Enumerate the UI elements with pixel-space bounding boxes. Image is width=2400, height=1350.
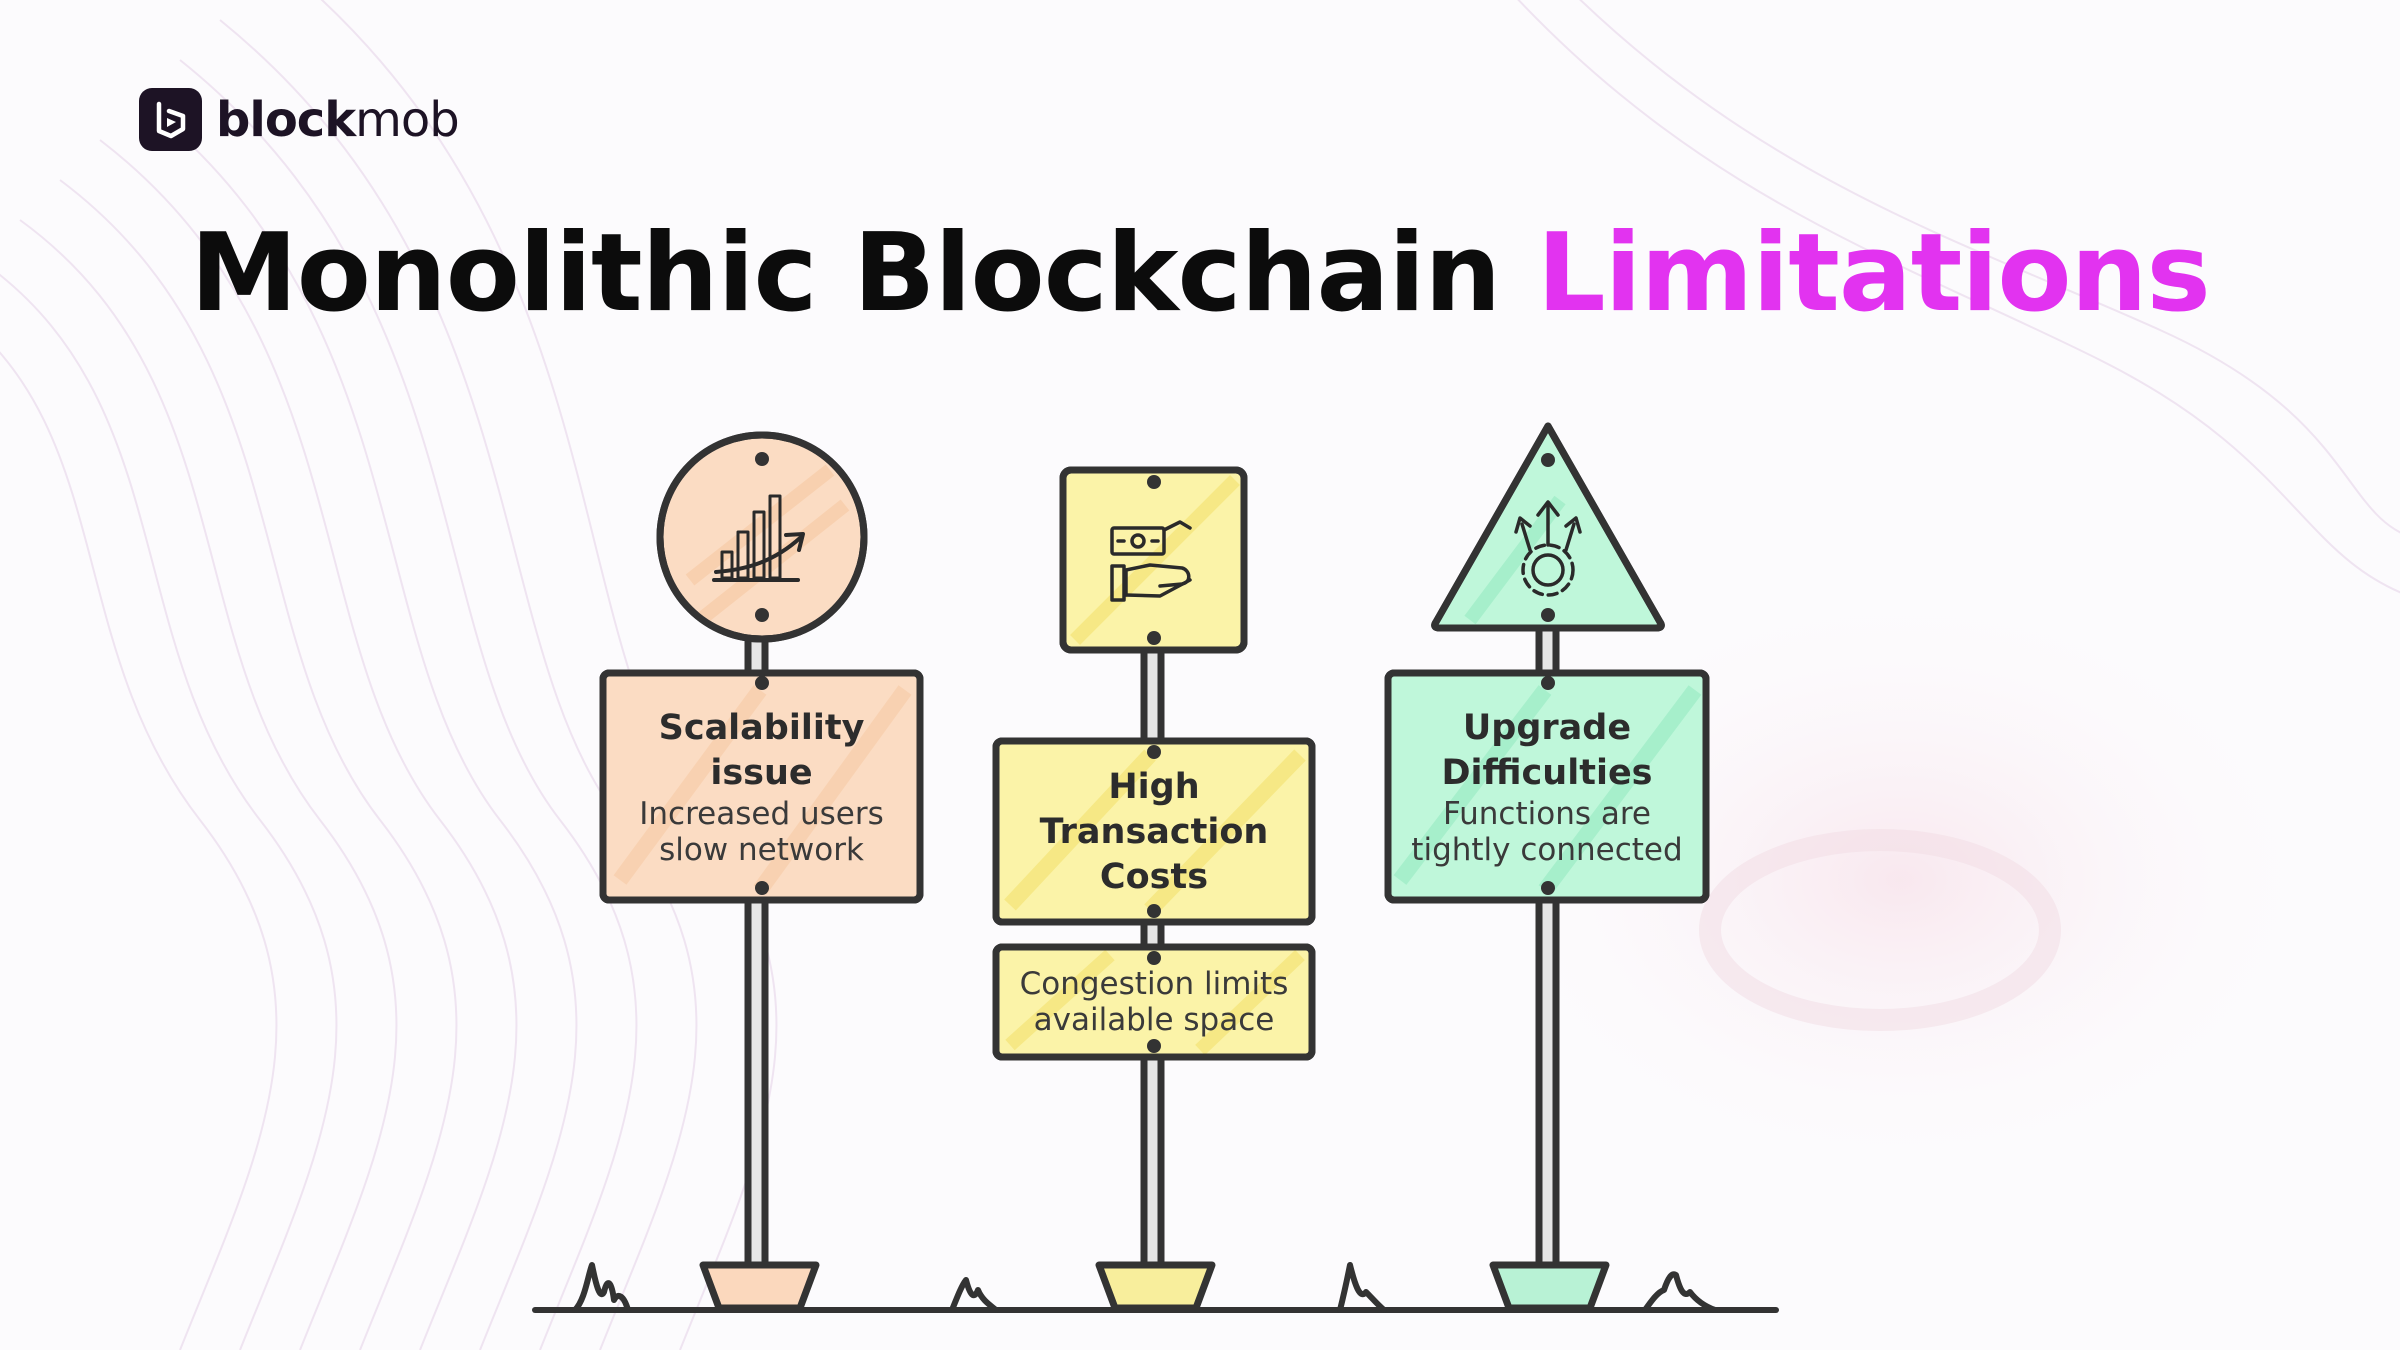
sign-upgrade-text: Upgrade Difficulties Functions are tight… bbox=[1388, 692, 1706, 882]
ground-grass bbox=[532, 1262, 1779, 1313]
base-scalability bbox=[699, 1261, 820, 1312]
base-transaction bbox=[1095, 1261, 1216, 1312]
sign-upgrade-description: Functions are tightly connected bbox=[1411, 796, 1683, 868]
sign-upgrade-title: Upgrade Difficulties bbox=[1441, 708, 1653, 793]
connector-dots bbox=[755, 452, 1555, 1053]
title-main: Monolithic Blockchain bbox=[190, 211, 1537, 336]
sign-upgrade bbox=[1384, 422, 1710, 1312]
sign-scalability bbox=[599, 431, 924, 1312]
brand-name: blockmob bbox=[216, 96, 460, 144]
base-upgrade bbox=[1489, 1261, 1610, 1312]
sign-scalability-title: Scalability issue bbox=[658, 708, 865, 793]
hand-with-money-icon bbox=[1110, 520, 1192, 602]
sign-transaction-desc-text: Congestion limits available space bbox=[996, 952, 1312, 1052]
sign-scalability-text: Scalability issue Increased users slow n… bbox=[603, 692, 920, 882]
bar-chart-growth-icon bbox=[712, 494, 805, 582]
blockmob-b-logo-icon bbox=[139, 88, 202, 151]
title-accent: Limitations bbox=[1536, 211, 2211, 336]
page-title: Monolithic Blockchain Limitations bbox=[0, 214, 2400, 334]
brand-name-light: mob bbox=[355, 91, 460, 148]
brand-logo[interactable]: blockmob bbox=[139, 88, 460, 151]
brand-name-bold: block bbox=[216, 91, 356, 148]
sign-transaction-description: Congestion limits available space bbox=[1019, 966, 1289, 1038]
gear-upgrade-arrows-icon bbox=[1514, 500, 1582, 597]
sign-transaction-title: High Transaction Costs bbox=[1039, 766, 1269, 897]
sign-scalability-description: Increased users slow network bbox=[639, 796, 884, 868]
sign-transaction-text: High Transaction Costs bbox=[996, 746, 1312, 918]
